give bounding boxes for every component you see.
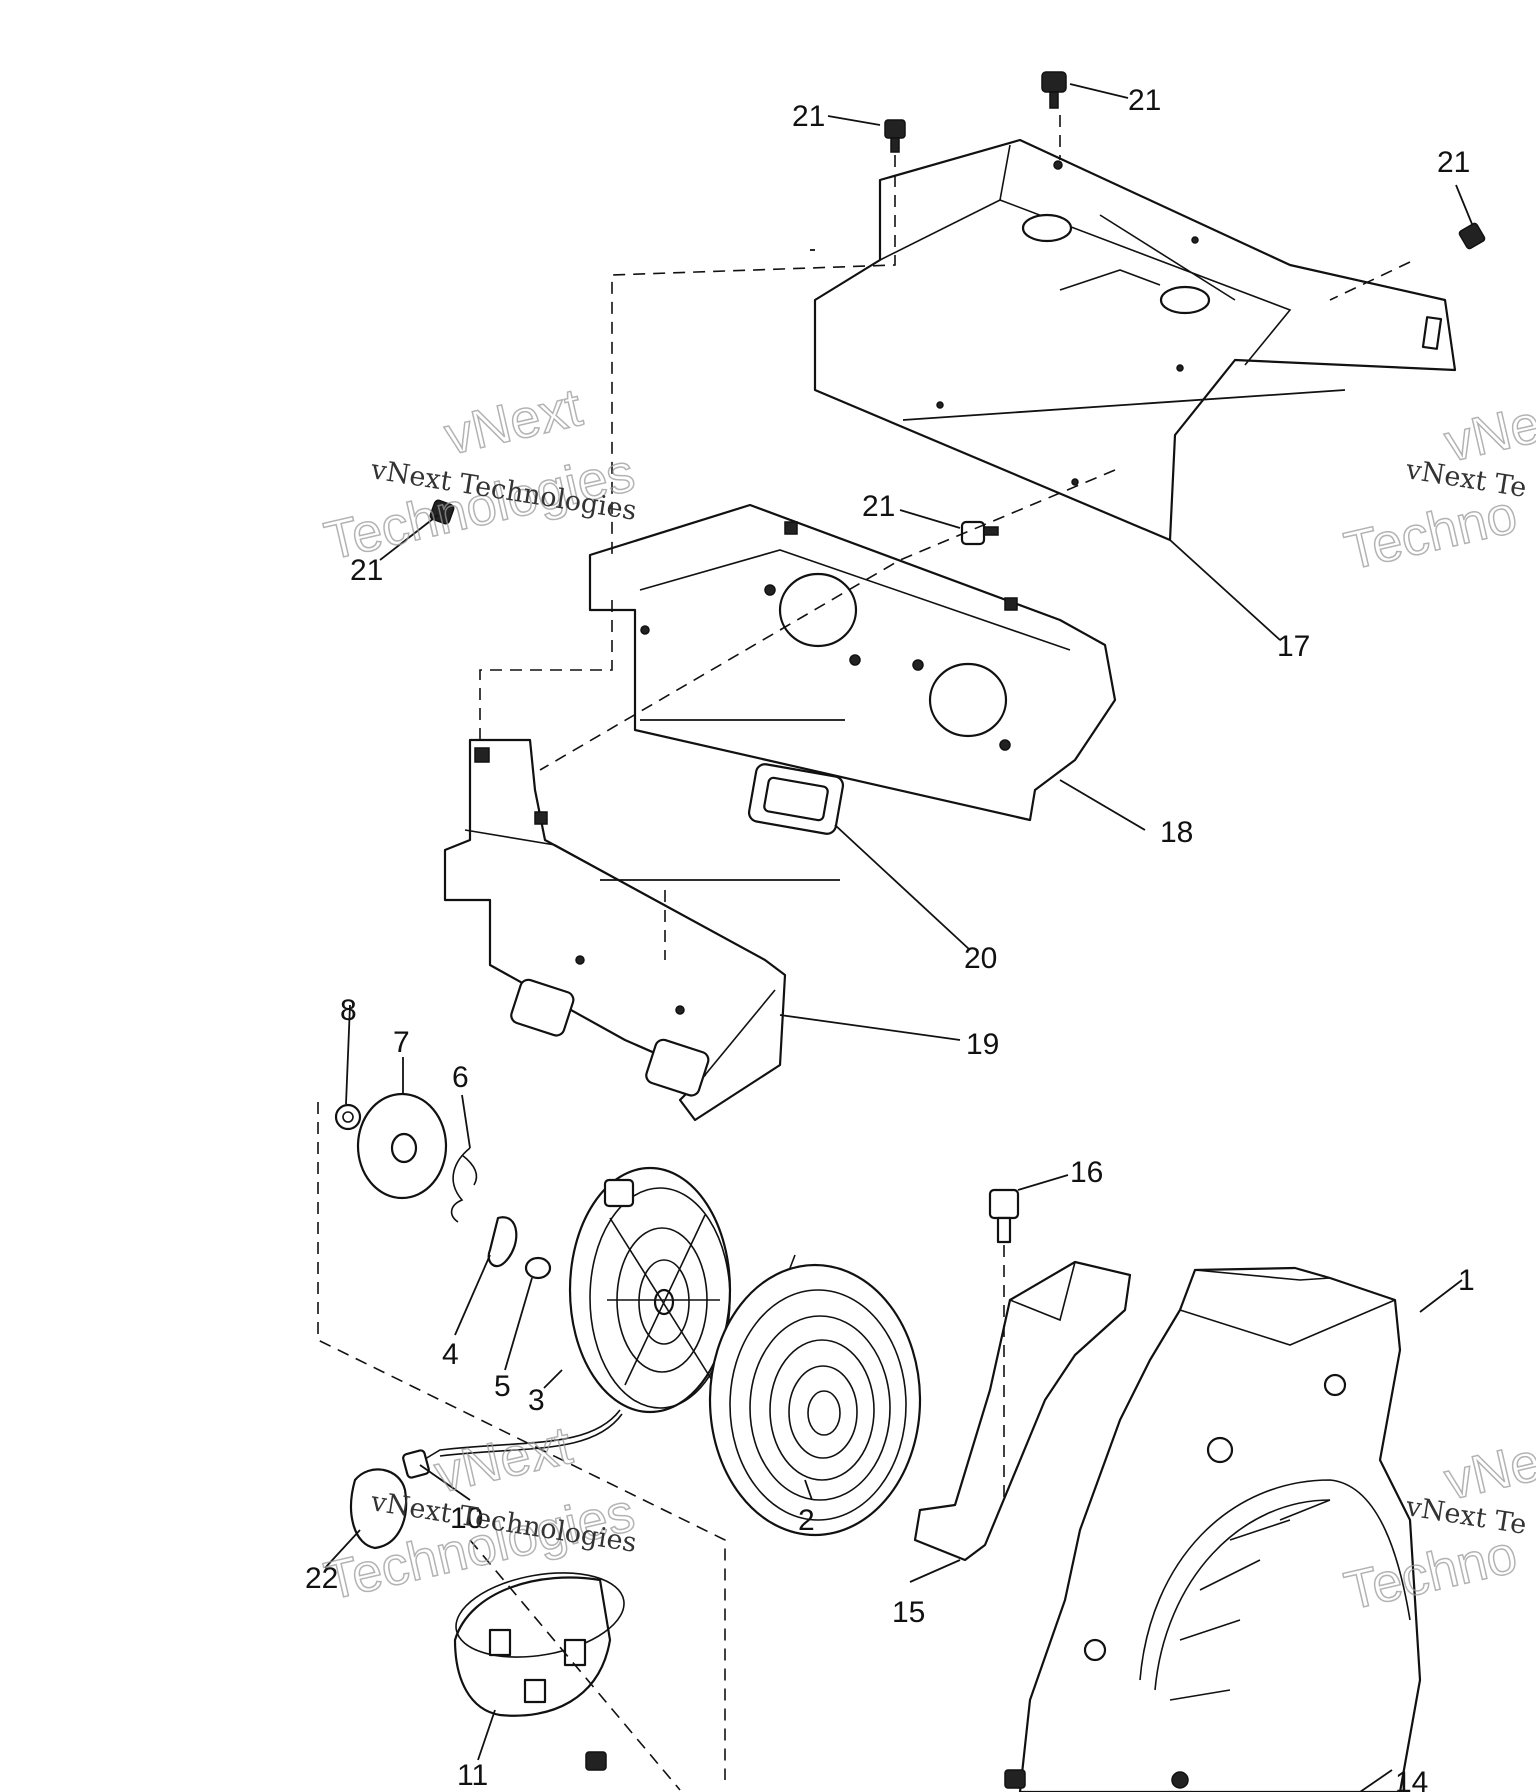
part-20-gasket: [747, 763, 845, 835]
part-3-reel: [568, 1166, 732, 1414]
part-2-recoil-spring: [708, 1254, 922, 1537]
part-6-spring-clip: [450, 1147, 478, 1223]
part-7-friction-plate: [356, 1092, 448, 1200]
svg-text:vNext: vNext: [439, 377, 587, 467]
callout-17: 17: [1277, 630, 1310, 663]
callout-3: 3: [528, 1384, 545, 1417]
callout-16: 16: [1070, 1156, 1103, 1189]
bolt-21e: [429, 499, 455, 525]
callout-10: 10: [450, 1502, 483, 1535]
part-17-top-shroud: [813, 138, 1457, 542]
part-21-bolts: [429, 71, 1486, 546]
callout-8: 8: [340, 994, 357, 1027]
callout-15: 15: [892, 1596, 925, 1629]
callout-2: 2: [798, 1504, 815, 1537]
callout-14: 14: [1395, 1766, 1428, 1792]
watermark-top-right: vNe Techno vNext Te: [1338, 393, 1536, 583]
callout-11: 11: [457, 1759, 488, 1792]
callout-20: 20: [964, 942, 997, 975]
part-18-bracket-plate: [588, 503, 1117, 822]
lower-bolts: [585, 1751, 1026, 1789]
watermark-top-left: vNext Technologies vNext Technologies: [318, 376, 640, 572]
callout-labels: 21 21 21 21 21 17 18 20 19 16 1 8 7 6 4 …: [305, 84, 1475, 1792]
part-8-nut: [334, 1103, 362, 1131]
part-1-starter-housing: [1018, 1266, 1422, 1792]
callout-21: 21: [1128, 84, 1161, 117]
bolt-21c: [1458, 222, 1486, 250]
part-11-drive-cup: [453, 1572, 625, 1717]
callout-7: 7: [393, 1026, 410, 1059]
bolt-21d: [960, 520, 999, 546]
svg-text:vNext: vNext: [429, 1415, 577, 1505]
part-4-ratchet: [487, 1216, 518, 1268]
assembly-lines: [317, 115, 1411, 1791]
callout-21: 21: [792, 100, 825, 133]
callout-21: 21: [1437, 146, 1470, 179]
bolt-21a: [1041, 71, 1067, 109]
part-16-bolt: [988, 1188, 1020, 1244]
callout-6: 6: [452, 1061, 469, 1094]
callout-21: 21: [350, 554, 383, 587]
callout-22: 22: [305, 1562, 338, 1595]
callout-4: 4: [442, 1338, 459, 1371]
part-5-pin: [524, 1256, 552, 1280]
callout-21: 21: [862, 490, 895, 523]
part-19-lower-bracket: [443, 738, 787, 1122]
part-15-guide-bracket: [913, 1260, 1132, 1562]
callout-1: 1: [1458, 1264, 1475, 1297]
callout-5: 5: [494, 1370, 511, 1403]
callout-18: 18: [1160, 816, 1193, 849]
part-22-handle: [350, 1449, 430, 1550]
bolt-21b: [884, 119, 906, 153]
part-10-starter-rope: [419, 1409, 623, 1463]
callout-19: 19: [966, 1028, 999, 1061]
callout-leaders: [324, 83, 1473, 1792]
